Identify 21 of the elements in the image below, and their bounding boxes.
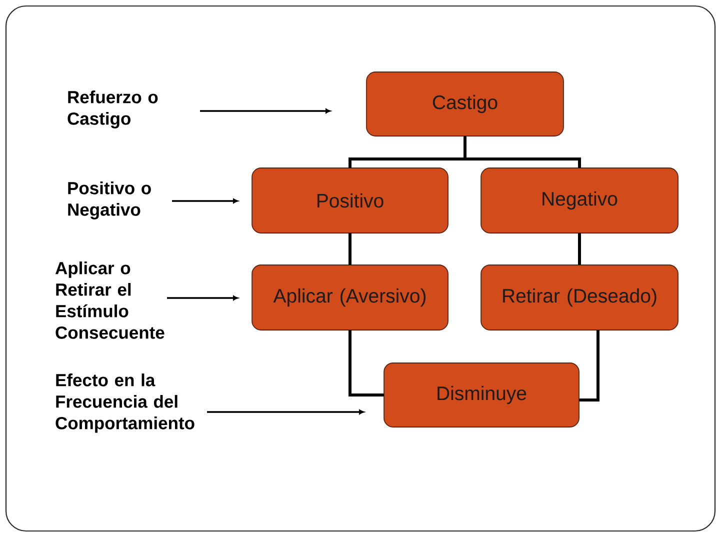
connector-line	[348, 233, 352, 265]
connector-line	[465, 158, 581, 168]
connector-line	[348, 158, 465, 168]
row-label: Aplicar o Retirar el Estímulo Consecuente	[55, 261, 164, 339]
arrow	[167, 296, 238, 300]
connector-line	[464, 136, 466, 159]
connector-line	[579, 330, 600, 402]
arrow	[207, 410, 364, 414]
arrow	[200, 108, 331, 114]
process-box: Retirar (Deseado)	[480, 264, 678, 330]
process-box: Castigo	[366, 72, 564, 136]
row-label: Efecto en la Frecuencia del Comportamiento	[56, 373, 194, 433]
process-box: Positivo	[252, 168, 448, 234]
process-box: Aplicar (Aversivo)	[252, 264, 448, 330]
arrow	[172, 198, 238, 204]
row-label: Refuerzo o Castigo	[68, 90, 158, 128]
connector-line	[578, 233, 581, 265]
process-box: Disminuye	[384, 362, 580, 428]
connector-line	[348, 330, 384, 396]
row-label: Positivo o Negativo	[68, 182, 151, 220]
process-box: Negativo	[480, 168, 678, 234]
